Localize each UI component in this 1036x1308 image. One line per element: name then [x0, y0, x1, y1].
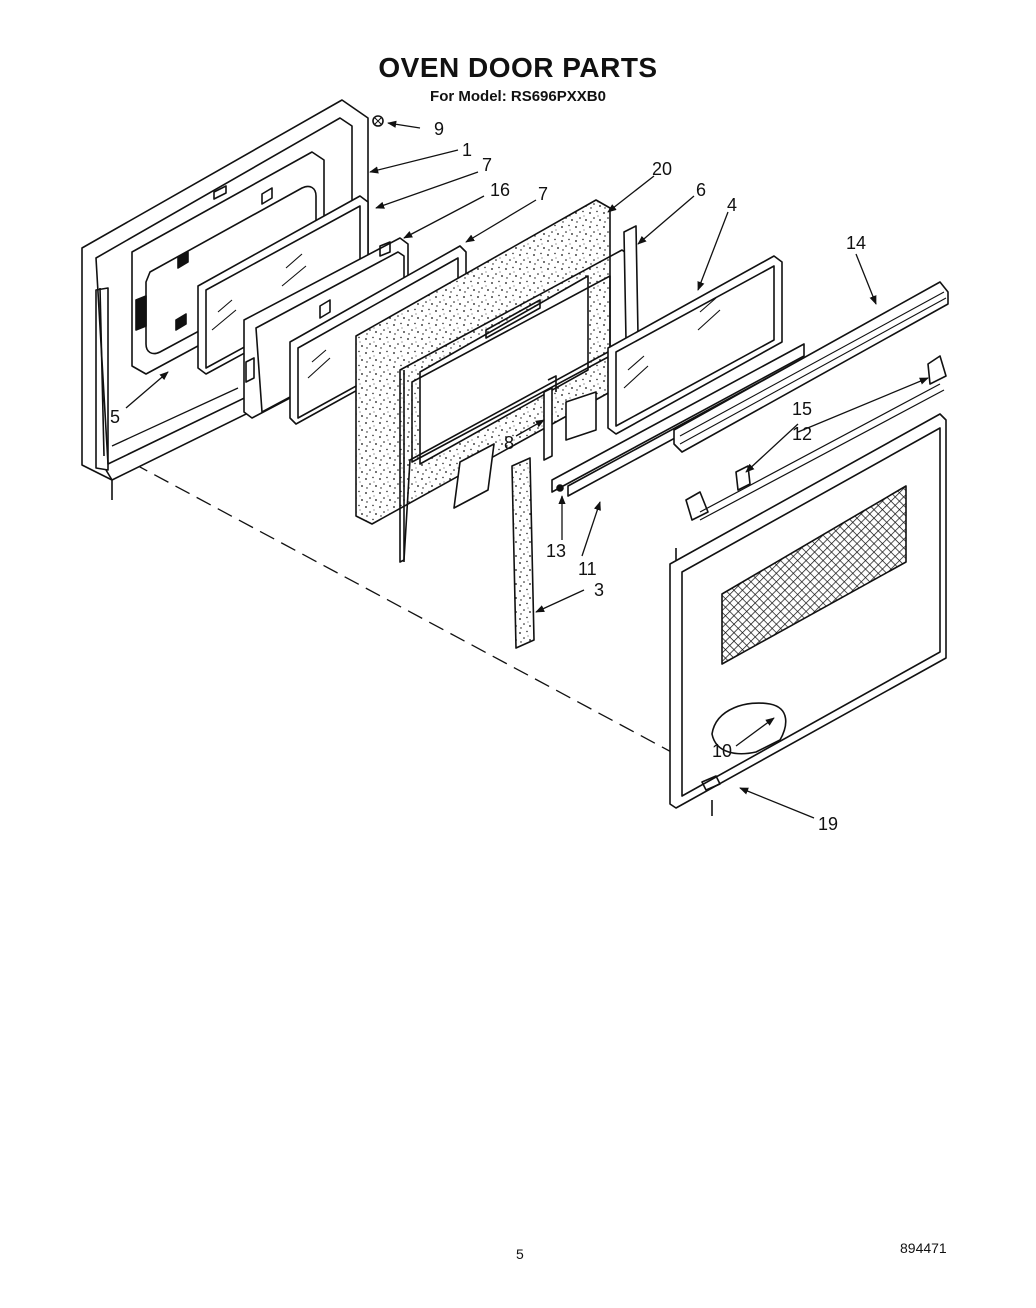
model-line: For Model: RS696PXXB0 — [0, 88, 1036, 105]
hinge-receiver — [543, 375, 557, 461]
callout-12: 12 — [792, 424, 813, 444]
side-trim — [511, 457, 535, 649]
document-number: 894471 — [900, 1240, 947, 1256]
callout-14: 14 — [846, 233, 867, 253]
door-handle — [673, 281, 949, 453]
page-number: 5 — [516, 1246, 524, 1262]
callout-3: 3 — [594, 580, 605, 600]
diagram-title: OVEN DOOR PARTS — [378, 52, 658, 83]
callout-13: 13 — [546, 541, 567, 561]
callout-7-lower: 7 — [538, 184, 549, 204]
model-prefix: For Model: — [430, 88, 507, 105]
callout-20: 20 — [652, 159, 673, 179]
callout-4: 4 — [727, 195, 738, 215]
callout-6: 6 — [696, 180, 707, 200]
side-bracket — [623, 225, 639, 341]
callout-19: 19 — [818, 814, 839, 834]
handle-brackets — [685, 355, 947, 521]
callout-8: 8 — [504, 433, 515, 453]
door-insulation — [355, 199, 611, 525]
callout-5: 5 — [110, 407, 121, 427]
door-stops — [453, 391, 597, 509]
callout-7-upper: 7 — [482, 155, 493, 175]
model-number: RS696PXXB0 — [510, 88, 606, 105]
callout-10: 10 — [712, 741, 733, 761]
outer-door-panel — [669, 413, 947, 816]
outer-glass — [607, 255, 783, 435]
callout-1: 1 — [462, 140, 473, 160]
callout-15: 15 — [792, 399, 813, 419]
gasket — [131, 151, 325, 375]
callout-11: 11 — [578, 559, 597, 579]
screw — [372, 115, 384, 127]
callout-leaders — [125, 120, 929, 819]
callout-9: 9 — [434, 119, 445, 139]
callout-16: 16 — [490, 180, 511, 200]
